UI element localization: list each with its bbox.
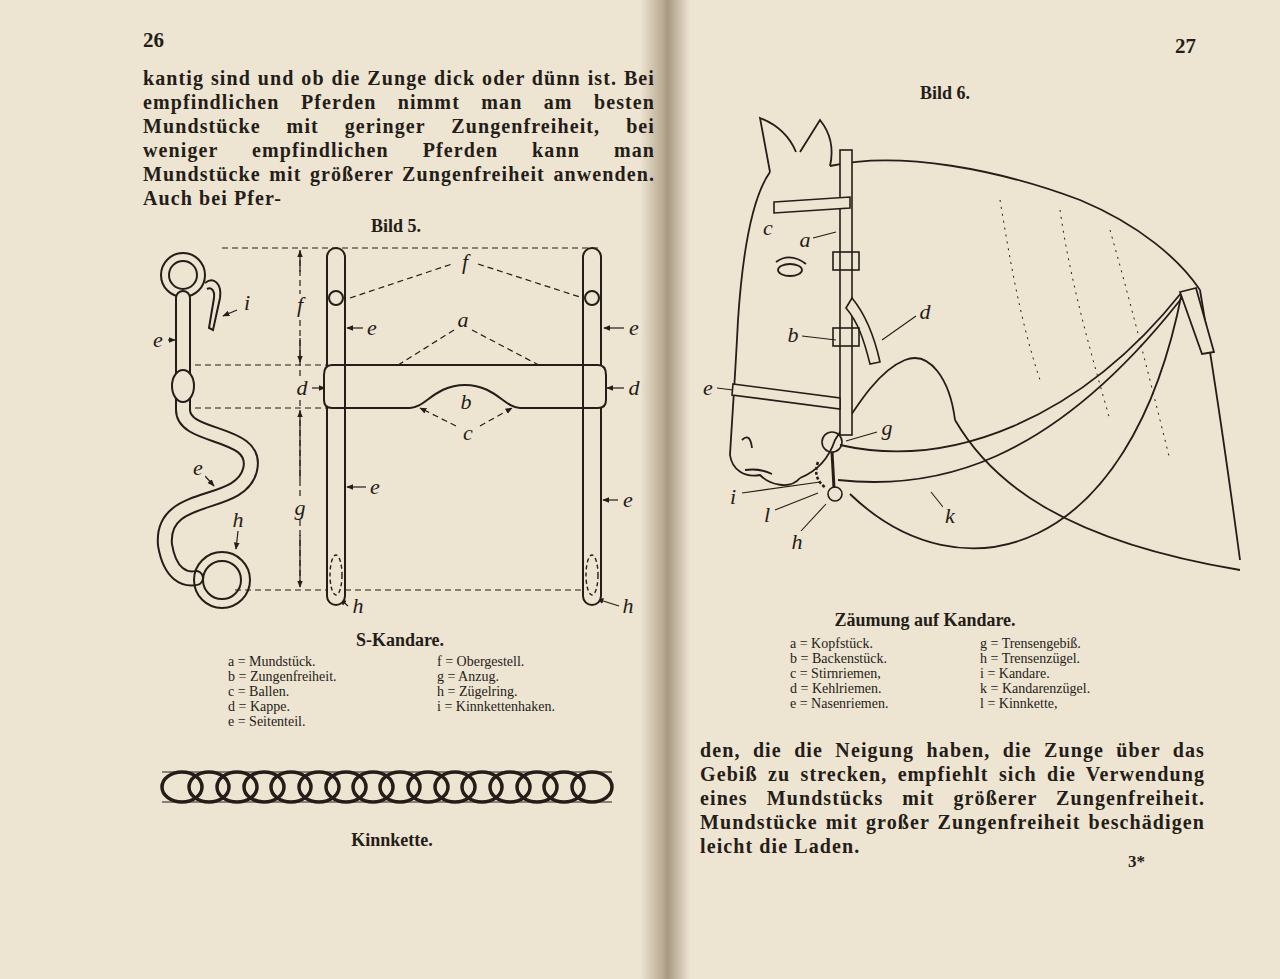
figure-caption: Kinnkette. xyxy=(351,830,433,851)
key-entry: g = Anzug. xyxy=(437,669,499,684)
part-letter: e xyxy=(365,317,379,339)
key-entry: f = Obergestell. xyxy=(437,654,524,669)
part-letter: f xyxy=(295,294,305,316)
part-letter: h xyxy=(621,595,636,617)
signature-mark: 3* xyxy=(1128,852,1145,872)
part-letter: g xyxy=(293,497,308,519)
figure-number: Bild 5. xyxy=(371,216,421,237)
key-entry: e = Nasenriemen. xyxy=(790,696,888,711)
part-letter: h xyxy=(231,509,246,531)
curb-chain xyxy=(162,772,612,802)
part-letter: g xyxy=(880,417,895,439)
leader-lines xyxy=(717,232,943,531)
page-number: 27 xyxy=(1175,34,1196,59)
key-entry: h = Zügelring. xyxy=(437,684,518,699)
part-letter: k xyxy=(943,505,957,527)
part-letter: h xyxy=(790,531,805,553)
figure-caption: S-Kandare. xyxy=(356,630,444,651)
bit-side-view xyxy=(161,253,251,608)
part-letter: b xyxy=(786,324,801,346)
key-entry: c = Stirnriemen, xyxy=(790,666,881,681)
dimension-lines xyxy=(195,248,600,590)
part-letter: e xyxy=(621,489,635,511)
figure-number: Bild 6. xyxy=(920,83,970,104)
part-letter: a xyxy=(798,229,813,251)
key-entry: b = Backenstück. xyxy=(790,651,887,666)
key-entry: a = Mundstück. xyxy=(228,654,316,669)
part-letter: e xyxy=(627,317,641,339)
key-entry: d = Kappe. xyxy=(228,699,290,714)
part-letter: l xyxy=(762,504,772,526)
reins xyxy=(838,288,1214,548)
key-entry: l = Kinnkette, xyxy=(980,696,1058,711)
key-entry: d = Kehlriemen. xyxy=(790,681,881,696)
part-letter: i xyxy=(242,292,252,314)
key-entry: i = Kinnkettenhaken. xyxy=(437,699,555,714)
key-entry: g = Trensengebiß. xyxy=(980,636,1081,651)
part-letter: d xyxy=(295,377,310,399)
part-letter: a xyxy=(456,309,471,331)
key-entry: b = Zungenfreiheit. xyxy=(228,669,337,684)
bit-front-view xyxy=(324,248,606,605)
part-letter: f xyxy=(460,251,470,273)
part-letter: i xyxy=(728,486,738,508)
body-text: den, die die Neigung haben, die Zunge üb… xyxy=(700,738,1205,858)
key-entry: k = Kandarenzügel. xyxy=(980,681,1090,696)
figure-caption: Zäumung auf Kandare. xyxy=(834,610,1015,631)
part-letter: d xyxy=(918,301,933,323)
part-letter: d xyxy=(627,377,642,399)
key-entry: c = Ballen. xyxy=(228,684,289,699)
part-letter: b xyxy=(459,391,474,413)
part-letter: h xyxy=(351,595,366,617)
part-letter: e xyxy=(368,476,382,498)
key-entry: h = Trensenzügel. xyxy=(980,651,1080,666)
key-entry: a = Kopfstück. xyxy=(790,636,873,651)
key-entry: e = Seitenteil. xyxy=(228,714,306,729)
part-letter: e xyxy=(151,329,165,351)
body-text: kantig sind und ob die Zunge dick oder d… xyxy=(143,66,655,210)
part-letter: c xyxy=(461,422,475,444)
part-letter: c xyxy=(761,217,775,239)
page-number: 26 xyxy=(143,28,164,53)
label-arrows xyxy=(168,251,624,606)
part-letter: e xyxy=(701,377,715,399)
part-letter: e xyxy=(191,457,205,479)
key-entry: i = Kandare. xyxy=(980,666,1050,681)
horse-head xyxy=(730,118,1240,570)
